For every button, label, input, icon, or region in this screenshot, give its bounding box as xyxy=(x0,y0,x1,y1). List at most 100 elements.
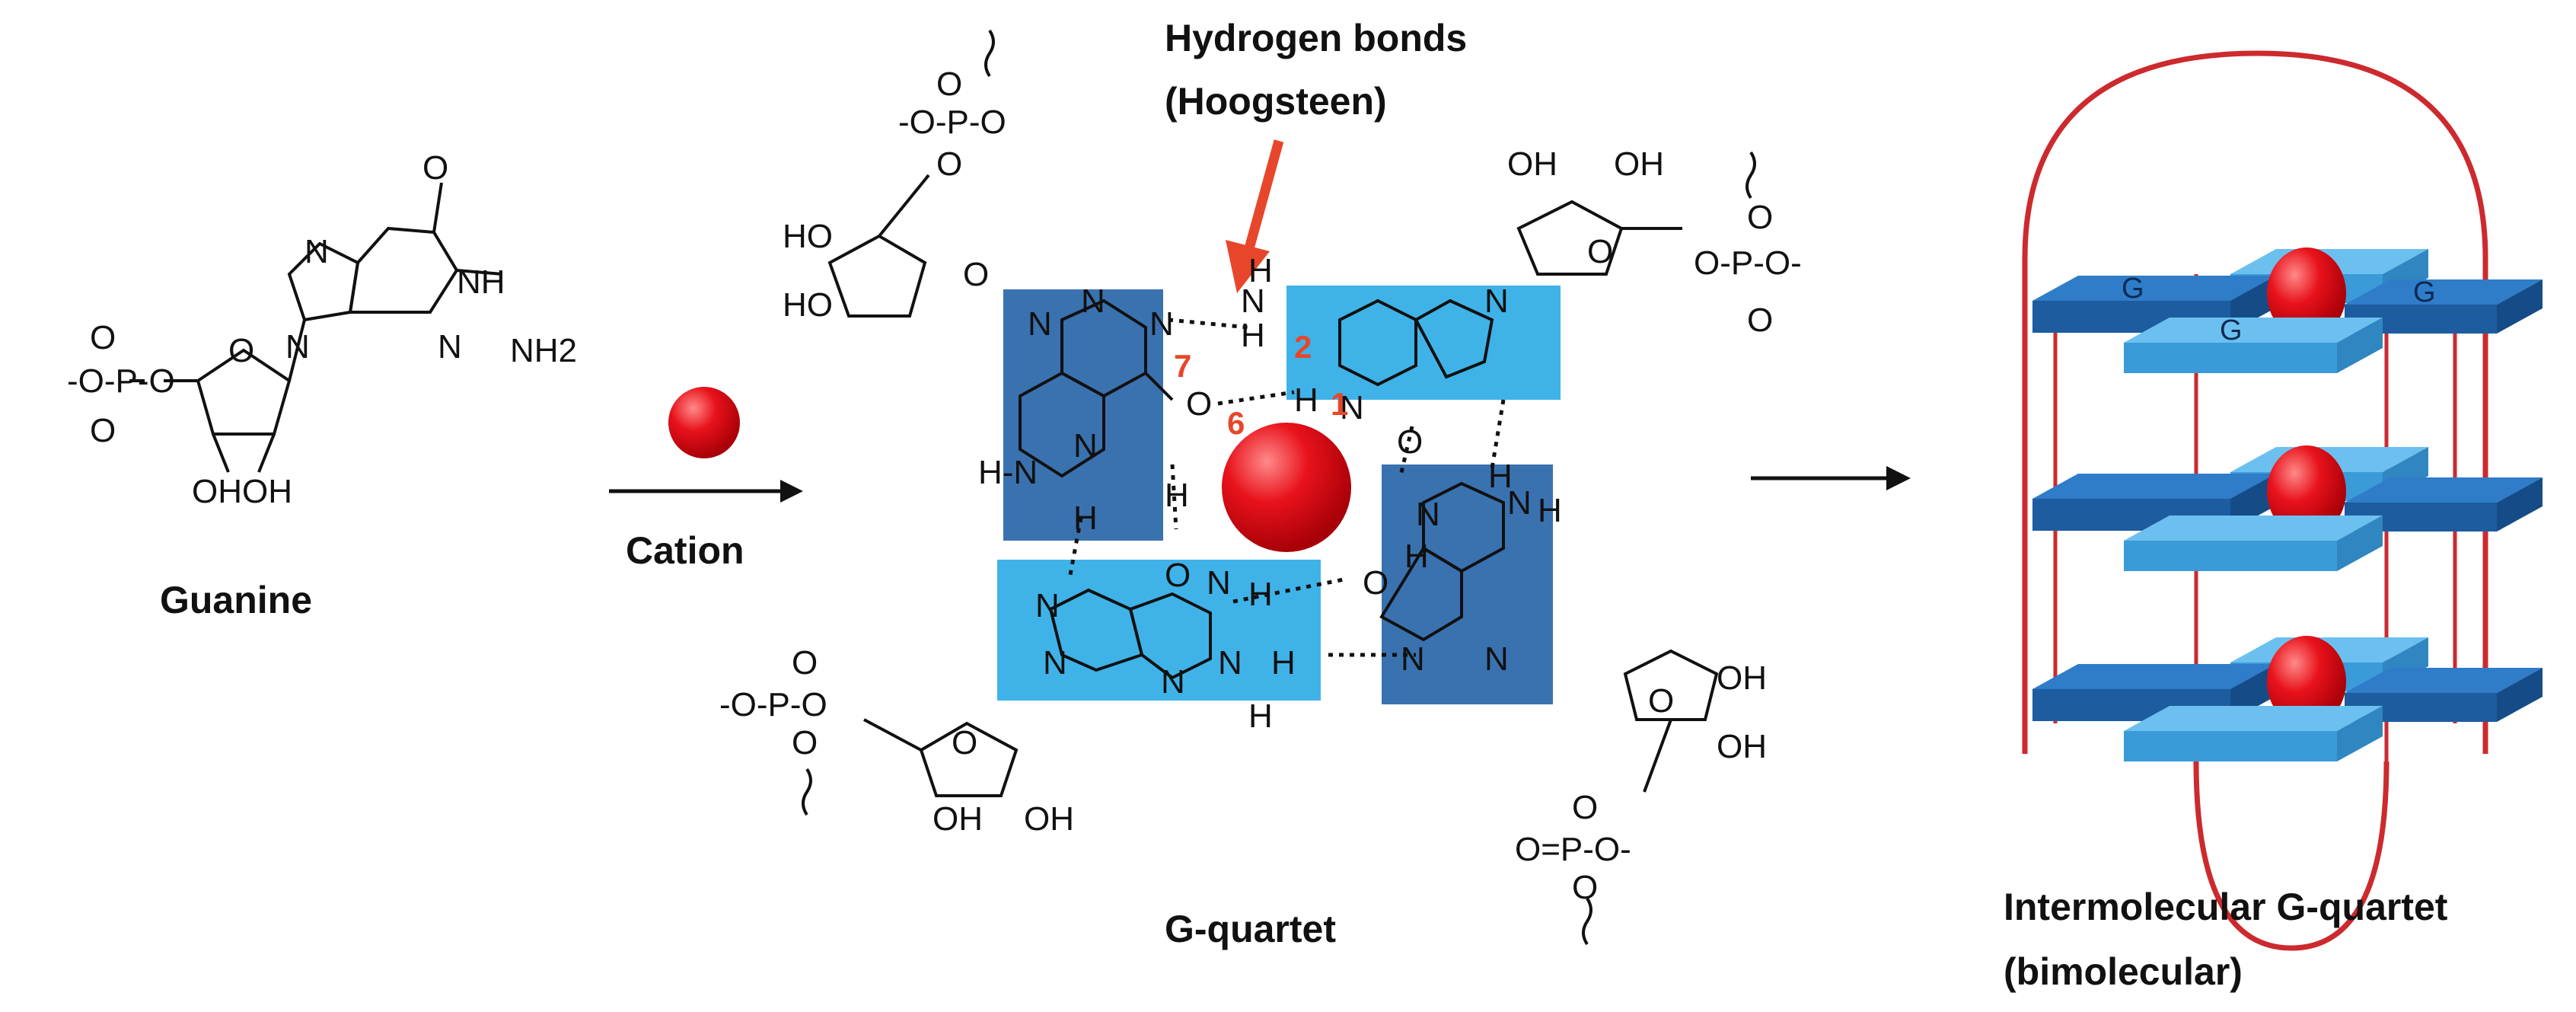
q-tl-ho-1: HO xyxy=(783,218,833,255)
pyrimidine-ring xyxy=(348,226,459,314)
guanine-n7: N xyxy=(304,233,329,270)
q-tr-oh-2: OH xyxy=(1614,145,1664,183)
q-tr-n9: N xyxy=(1484,283,1509,320)
guanine-phosphate-o-top: O xyxy=(90,319,116,356)
q-bl-oh-2: OH xyxy=(1024,800,1074,838)
q-br-phosphate: O=P-O- xyxy=(1515,831,1631,868)
guanine-box-light-top-right xyxy=(1286,286,1561,400)
q-bl-phosphate-o-top: O xyxy=(792,644,818,682)
q-tl-n9: N xyxy=(1028,305,1052,343)
q-bl-phosphate-o-bottom: O xyxy=(792,724,818,761)
q-br-n2: N xyxy=(1507,484,1532,522)
q-br-o6: O xyxy=(1363,564,1388,602)
reaction-arrow-1-head xyxy=(780,480,803,503)
q-tl-phosphate-o-top: O xyxy=(936,65,962,103)
position-number-7: 7 xyxy=(1174,348,1191,384)
q-tl-n1: N xyxy=(1073,427,1098,464)
q-tr-h-top: H xyxy=(1248,252,1273,289)
q-tl-h: H xyxy=(1165,477,1189,514)
guanine-carbonyl-o: O xyxy=(422,149,448,187)
reaction-arrow-2-head xyxy=(1886,466,1911,490)
q-bl-phosphate: -O-P-O xyxy=(719,686,827,723)
tetrad-cation-2 xyxy=(2267,445,2346,537)
label-hydrogen-bonds: Hydrogen bonds xyxy=(1165,17,1468,59)
q-bl-o6: O xyxy=(1165,557,1191,594)
q-tr-h: H xyxy=(1488,458,1513,495)
guanine-n3: N xyxy=(438,328,462,366)
q-tl-phosphate: -O-P-O xyxy=(898,104,1006,141)
guanine-box-dark-bottom-right xyxy=(1382,464,1553,704)
guanine-structure xyxy=(129,182,503,473)
guanine-phosphate-text: -O-P-O xyxy=(67,362,175,400)
label-g-quartet: G-quartet xyxy=(1165,908,1336,950)
position-number-2: 2 xyxy=(1294,329,1312,365)
q-tr-n1: N xyxy=(1340,389,1364,426)
cation-sphere-center xyxy=(1222,423,1351,552)
q-br-oh-1: OH xyxy=(1717,659,1767,697)
q-br-n9: N xyxy=(1484,640,1509,678)
q-bl-h2: H xyxy=(1271,644,1296,682)
q-tr-oh-1: OH xyxy=(1507,145,1557,183)
tetrad-letter-g: G xyxy=(2122,273,2144,305)
hoogsteen-pointer-arrow xyxy=(1243,139,1284,253)
q-bl-n9: N xyxy=(1043,644,1067,682)
guanine-n9: N xyxy=(285,328,310,366)
q-tl-hn: H-N xyxy=(978,454,1038,491)
tetrad-layer-2 xyxy=(2032,445,2543,571)
position-number-6: 6 xyxy=(1227,405,1245,441)
q-tl-o6: O xyxy=(1186,385,1212,423)
q-br-phosphate-o-top: O xyxy=(1572,789,1598,826)
label-hoogsteen: (Hoogsteen) xyxy=(1165,80,1387,123)
label-intermolecular: Intermolecular G-quartet xyxy=(2004,886,2448,928)
q-bl-n2: N xyxy=(1218,644,1242,682)
hydrogen-bonds xyxy=(1067,318,1506,657)
q-tr-phosphate-o-top: O xyxy=(1747,199,1773,236)
tetrad-layer-3 xyxy=(2032,636,2543,761)
label-guanine: Guanine xyxy=(160,579,313,621)
q-br-phosphate-o-bottom: O xyxy=(1572,869,1598,906)
guanine-box-light-bottom-left xyxy=(997,560,1321,701)
tetrad-block-front xyxy=(2124,516,2383,571)
tetrad-block-front: G xyxy=(2124,314,2383,373)
q-bl-sugar-o: O xyxy=(952,724,977,761)
strand-loop-bottom xyxy=(2193,761,2389,951)
q-br-h1: H xyxy=(1404,538,1429,575)
tetrad-block-right xyxy=(2345,477,2543,532)
position-number-1: 1 xyxy=(1331,386,1348,422)
strand-loop-top xyxy=(2022,50,2488,754)
guanine-box-dark-top-left xyxy=(1003,289,1163,541)
tetrad-letter-g: G xyxy=(2220,314,2243,346)
q-br-h: H xyxy=(1538,492,1562,529)
q-tr-n2: N xyxy=(1241,283,1265,320)
imidazole-ring xyxy=(287,241,360,322)
q-tr-sugar-o: O xyxy=(1587,233,1613,270)
tetrad-block-front xyxy=(2124,706,2383,761)
q-tr-phosphate: O-P-O- xyxy=(1694,244,1802,282)
q-tl-n8: N xyxy=(1081,283,1105,320)
guanine-phosphate-o-bottom: O xyxy=(90,412,116,449)
q-tl-h2: H xyxy=(1073,500,1098,537)
guanine-nh2: NH2 xyxy=(510,332,577,369)
quartet-rings xyxy=(802,29,1756,946)
label-bimolecular: (bimolecular) xyxy=(2004,950,2243,993)
q-br-oh-2: OH xyxy=(1717,728,1767,765)
q-tr-h1: H xyxy=(1294,381,1318,419)
q-br-n7: N xyxy=(1401,640,1425,678)
cation-sphere-small xyxy=(668,387,740,458)
hoogsteen-pointer-arrow-head xyxy=(1226,240,1270,293)
q-tr-phosphate-o-bottom: O xyxy=(1747,302,1773,339)
q-tr-o6: O xyxy=(1397,423,1423,461)
q-tr-h2: H xyxy=(1241,317,1265,354)
q-tl-phosphate-o-bottom: O xyxy=(936,145,962,183)
q-tl-ho-2: HO xyxy=(783,286,833,324)
q-br-sugar-o: O xyxy=(1648,682,1674,720)
q-bl-h: H xyxy=(1248,576,1273,613)
q-bl-n3: N xyxy=(1161,663,1185,701)
label-cation: Cation xyxy=(626,529,744,572)
q-bl-h3: H xyxy=(1248,698,1273,735)
q-tl-sugar-o: O xyxy=(963,256,989,293)
